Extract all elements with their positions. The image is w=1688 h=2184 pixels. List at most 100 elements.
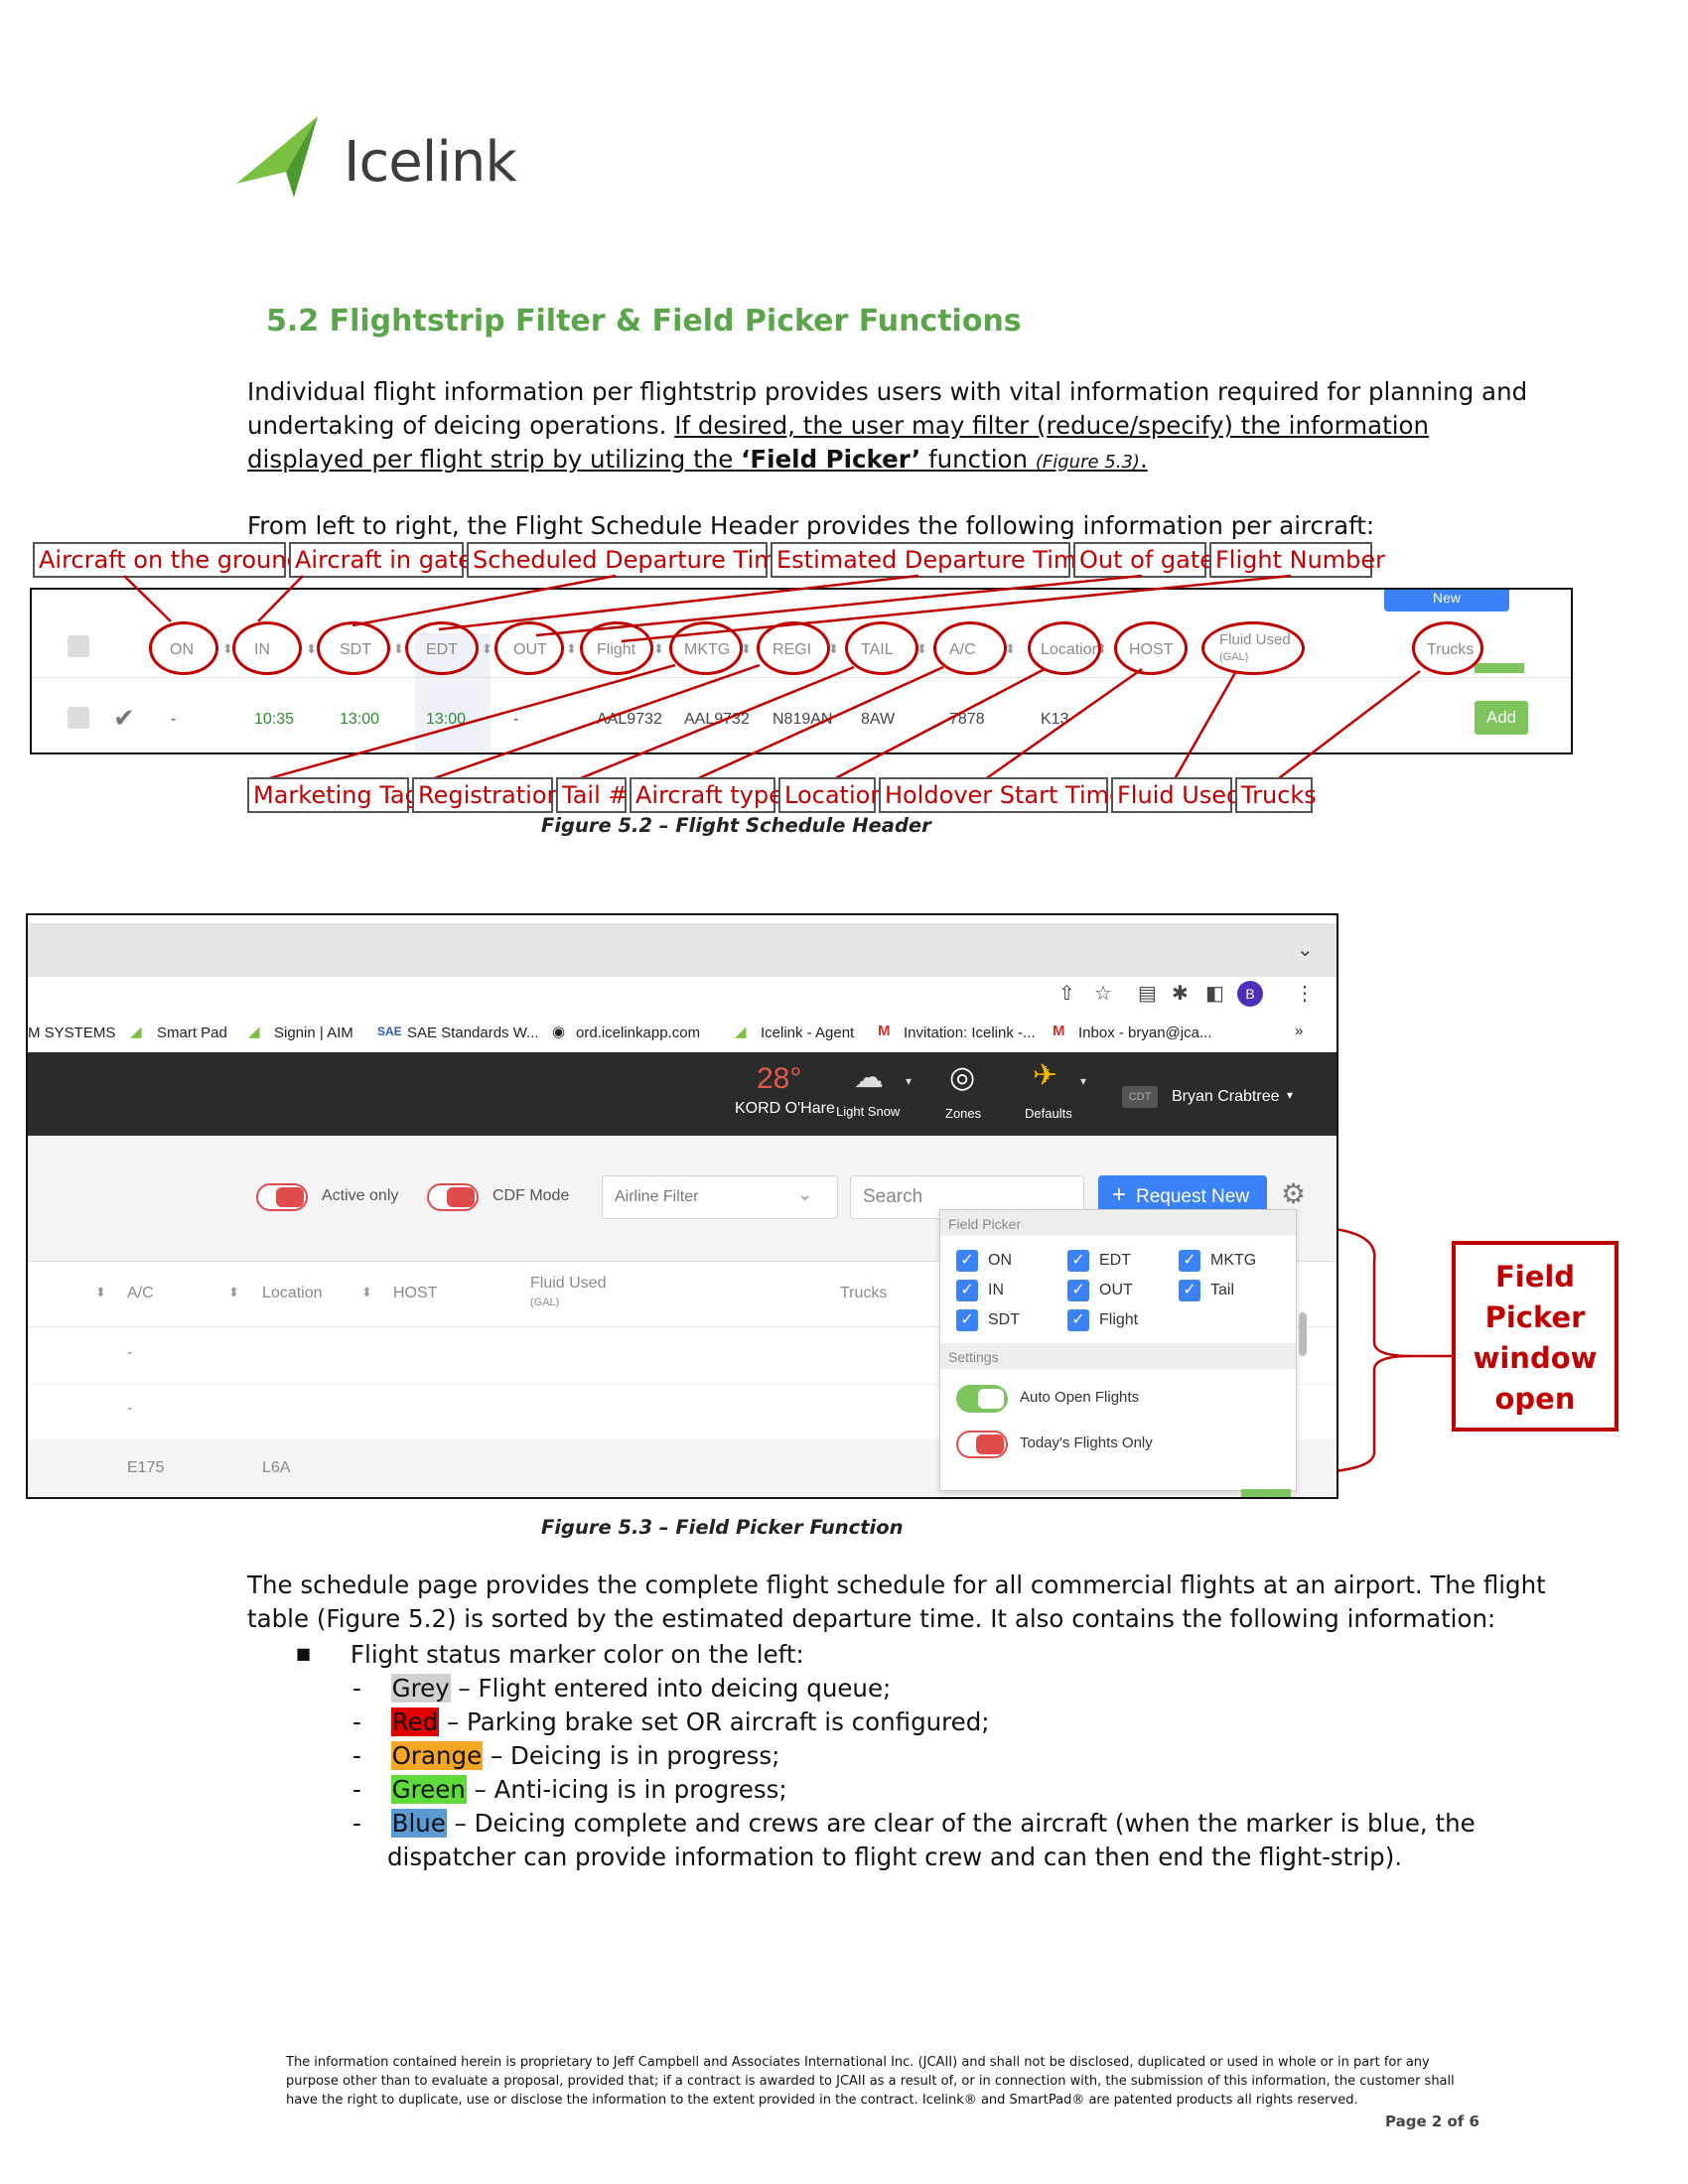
todays-flights-toggle[interactable] — [956, 1431, 1008, 1458]
cell-out: - — [513, 711, 519, 728]
cell-location: K13 — [1041, 711, 1069, 728]
sort-icon[interactable]: ⬍ — [361, 1285, 372, 1299]
add-button[interactable]: Add — [1475, 701, 1528, 735]
snow-cloud-icon: ☁ — [854, 1061, 884, 1094]
table-header-location[interactable]: Location — [262, 1285, 323, 1301]
sort-icon[interactable]: ⬍ — [1096, 641, 1107, 656]
airline-filter-select[interactable]: Airline Filter ⌄ — [602, 1175, 838, 1219]
sort-icon[interactable]: ⬍ — [393, 641, 404, 656]
sort-icon[interactable]: ⬍ — [222, 641, 233, 656]
checkbox-tail[interactable]: ✓ — [1179, 1280, 1200, 1301]
zones-nav[interactable]: Zones — [945, 1106, 982, 1121]
bookmark-item[interactable]: Smart Pad — [157, 1024, 227, 1041]
auto-open-toggle[interactable] — [956, 1385, 1008, 1413]
bookmark-item[interactable]: ord.icelinkapp.com — [576, 1024, 701, 1041]
new-button[interactable]: New — [1384, 590, 1509, 612]
sort-icon[interactable]: ⬍ — [828, 641, 839, 656]
label-registration: Registration — [412, 777, 562, 813]
more-bookmarks-icon[interactable]: » — [1295, 1023, 1304, 1039]
color-name-green: Green — [390, 1775, 467, 1804]
caret-down-icon[interactable]: ▾ — [1287, 1088, 1294, 1102]
caret-down-icon[interactable]: ▾ — [906, 1074, 913, 1088]
gear-icon[interactable]: ⚙ — [1281, 1178, 1307, 1209]
active-only-toggle[interactable] — [256, 1183, 308, 1211]
bookmark-item[interactable]: SAE Standards W... — [407, 1024, 539, 1041]
footer-line: have the right to duplicate, use or disc… — [286, 2093, 1358, 2108]
bookmark-item[interactable]: Invitation: Icelink -... — [904, 1024, 1036, 1041]
bullet-item: ■ Flight status marker color on the left… — [296, 1640, 804, 1669]
field-on-label: ON — [988, 1252, 1012, 1269]
label-flight-number: Flight Number — [1209, 542, 1385, 578]
sort-icon[interactable]: ⬍ — [306, 641, 317, 656]
checkbox-flight[interactable]: ✓ — [1067, 1309, 1089, 1331]
color-desc: – Deicing is in progress; — [483, 1741, 780, 1770]
target-icon[interactable]: ◎ — [949, 1061, 976, 1094]
divider — [28, 1384, 1336, 1385]
annotation-oval — [757, 621, 830, 675]
sidebar-icon[interactable]: ◧ — [1205, 983, 1224, 1005]
defaults-nav[interactable]: Defaults — [1025, 1106, 1072, 1121]
table-header-fluid-used[interactable]: Fluid Used — [530, 1275, 607, 1292]
dash: - — [352, 1809, 361, 1838]
caret-down-icon[interactable]: ▾ — [1080, 1074, 1087, 1088]
sort-icon[interactable]: ⬍ — [228, 1285, 239, 1299]
intro-line-2b: If desired, the user may filter (reduce/… — [674, 411, 1430, 440]
field-mktg-label: MKTG — [1210, 1252, 1257, 1269]
sort-icon[interactable]: ⬍ — [566, 641, 577, 656]
toggle-knob — [447, 1187, 475, 1207]
scrollbar-thumb[interactable] — [1299, 1312, 1307, 1356]
bookmark-item[interactable]: Signin | AIM — [274, 1024, 353, 1041]
share-icon[interactable]: ⇧ — [1058, 983, 1075, 1005]
star-icon[interactable]: ☆ — [1094, 983, 1112, 1005]
sort-icon[interactable]: ⬍ — [916, 641, 927, 656]
user-name[interactable]: Bryan Crabtree — [1172, 1088, 1280, 1105]
table-header-host[interactable]: HOST — [393, 1285, 438, 1301]
cdf-mode-toggle[interactable] — [427, 1183, 479, 1211]
dash: - — [352, 1707, 361, 1736]
checkbox-edt[interactable]: ✓ — [1067, 1250, 1089, 1272]
callout-line: window — [1473, 1341, 1598, 1375]
row-checkbox[interactable] — [68, 707, 89, 729]
checkbox-sdt[interactable]: ✓ — [956, 1309, 978, 1331]
sort-icon[interactable]: ⬍ — [482, 641, 492, 656]
footer-line: The information contained herein is prop… — [286, 2055, 1430, 2070]
row-ac: E175 — [127, 1459, 165, 1476]
bookmark-item[interactable]: Inbox - bryan@jca... — [1078, 1024, 1212, 1041]
extension-icon[interactable]: ▤ — [1138, 983, 1157, 1005]
footer-disclaimer: The information contained herein is prop… — [286, 2053, 1477, 2110]
avatar[interactable]: B — [1237, 981, 1263, 1007]
gmail-icon: M — [1053, 1023, 1065, 1039]
checkbox-out[interactable]: ✓ — [1067, 1280, 1089, 1301]
intro-paragraph: Individual flight information per flight… — [247, 375, 1538, 479]
annotation-oval — [405, 621, 479, 675]
bookmark-item[interactable]: Icelink - Agent — [761, 1024, 855, 1041]
menu-dots-icon[interactable]: ⋮ — [1295, 983, 1315, 1005]
cdf-mode-label: CDF Mode — [492, 1187, 570, 1204]
bookmark-item[interactable]: M SYSTEMS — [28, 1024, 116, 1041]
checkbox-mktg[interactable]: ✓ — [1179, 1250, 1200, 1272]
chevron-down-icon[interactable]: ⌄ — [797, 1184, 813, 1204]
select-all-checkbox[interactable] — [68, 635, 89, 657]
request-new-label: Request New — [1136, 1186, 1250, 1207]
table-header-ac[interactable]: A/C — [127, 1285, 154, 1301]
label-scheduled-departure: Scheduled Departure Time — [467, 542, 791, 578]
figure-ref: (Figure 5.3) — [1035, 452, 1140, 473]
checkbox-on[interactable]: ✓ — [956, 1250, 978, 1272]
table-header-trucks[interactable]: Trucks — [840, 1285, 888, 1301]
search-placeholder: Search — [863, 1186, 923, 1207]
field-picker-header — [940, 1210, 1296, 1236]
checkbox-in[interactable]: ✓ — [956, 1280, 978, 1301]
sort-icon[interactable]: ⬍ — [95, 1285, 106, 1299]
airplane-icon[interactable]: ✈ — [1033, 1059, 1058, 1092]
field-picker-callout: Field Picker window open — [1452, 1241, 1618, 1432]
chevron-down-icon[interactable]: ⌄ — [1297, 939, 1314, 961]
sort-icon[interactable]: ⬍ — [1005, 641, 1016, 656]
gmail-icon: M — [878, 1023, 891, 1039]
puzzle-icon[interactable]: ✱ — [1172, 983, 1189, 1005]
color-desc: – Deicing complete and crews are clear o… — [446, 1809, 1476, 1838]
annotation-oval — [317, 621, 390, 675]
annotation-oval — [580, 621, 653, 675]
sort-icon[interactable]: ⬍ — [741, 641, 752, 656]
sort-icon[interactable]: ⬍ — [653, 641, 664, 656]
annotation-oval — [1114, 621, 1188, 675]
